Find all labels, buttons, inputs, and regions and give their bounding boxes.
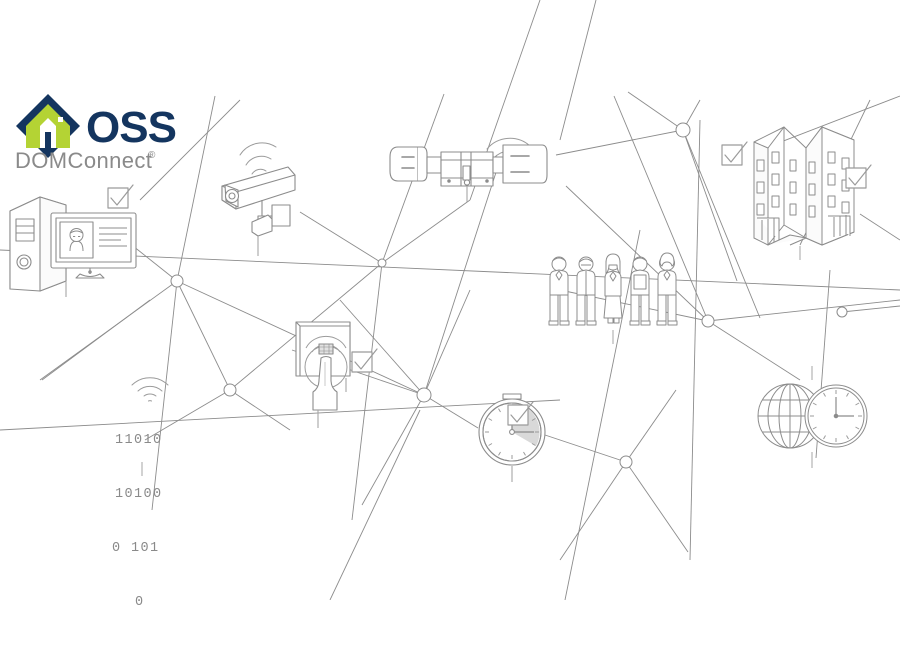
check-icon	[110, 184, 134, 206]
network-edge	[564, 229, 641, 600]
network-edge	[144, 389, 231, 441]
rfid-card-reader-hand-icon	[295, 321, 351, 428]
person-figure	[575, 256, 597, 326]
network-edge	[555, 129, 684, 156]
globe-and-clock-icon	[757, 366, 868, 468]
network-edge	[625, 461, 689, 553]
person-figure	[656, 252, 678, 326]
network-node	[836, 306, 848, 318]
check-badge-building-right	[845, 164, 872, 189]
network-node	[675, 122, 691, 138]
brand-product-name: DOMConnect	[15, 148, 152, 172]
check-badge-workstation	[107, 184, 134, 209]
check-box	[507, 404, 529, 426]
illustration-canvas: OSS DOMConnect ® 11010 10100 0 101 0	[0, 0, 900, 610]
network-edge	[859, 213, 900, 241]
network-edge	[0, 249, 900, 291]
network-edge	[689, 119, 701, 561]
network-edge	[625, 389, 677, 463]
binary-line-4: 0	[135, 595, 145, 610]
electronic-cylinder-lock-icon	[389, 137, 548, 202]
network-node	[701, 314, 715, 328]
brand-lockup: OSS DOMConnect ®	[15, 94, 177, 172]
network-edge	[299, 211, 383, 264]
check-icon	[724, 141, 748, 163]
network-edge	[139, 99, 241, 201]
binary-line-2: 10100	[115, 487, 163, 502]
people-group-icon	[548, 252, 678, 344]
pc-workstation-with-id-card-icon	[9, 196, 137, 297]
network-node	[619, 455, 633, 469]
check-badge-stopwatch	[507, 401, 534, 426]
person-figure	[629, 256, 651, 326]
person-figure	[548, 256, 570, 326]
network-nodes	[170, 122, 848, 469]
check-box	[721, 144, 743, 166]
network-edge	[423, 289, 471, 396]
check-box	[107, 187, 129, 209]
oss-diamond-mark	[16, 94, 80, 158]
check-badge-building-left	[721, 141, 748, 166]
network-edge	[329, 409, 421, 600]
network-edge	[423, 159, 501, 396]
network-edge	[229, 389, 291, 431]
person-figure	[603, 253, 623, 324]
icon-artwork-layer	[9, 126, 872, 482]
check-box	[845, 167, 867, 189]
cctv-camera-icon	[221, 142, 296, 256]
network-edge	[559, 0, 597, 141]
network-edge	[0, 399, 561, 431]
binary-line-1: 11010	[115, 433, 163, 448]
check-icon	[510, 401, 534, 423]
check-badges	[107, 141, 872, 426]
network-edge	[707, 320, 801, 381]
network-edge	[565, 185, 709, 322]
oss-domconnect-logo: OSS DOMConnect ®	[14, 92, 204, 172]
network-node	[416, 387, 432, 403]
network-edge	[339, 299, 425, 396]
network-edge	[559, 461, 627, 561]
clock-icon	[804, 384, 868, 448]
network-edge	[627, 91, 684, 131]
id-portrait	[69, 228, 84, 252]
check-box	[351, 351, 373, 373]
network-edge	[41, 299, 151, 381]
network-edge	[151, 280, 178, 511]
network-edge	[351, 262, 383, 521]
network-edge	[176, 280, 231, 391]
check-icon	[848, 164, 872, 186]
check-icon	[354, 348, 378, 370]
network-node	[223, 383, 237, 397]
binary-data-stream: 11010 10100 0 101 0	[112, 396, 202, 648]
network-edge	[381, 199, 471, 264]
binary-line-3: 0 101	[112, 541, 160, 556]
network-node	[377, 258, 387, 268]
network-edge	[841, 305, 900, 313]
binary-wifi-icon	[131, 377, 169, 402]
network-edge	[529, 429, 627, 463]
brand-trademark-symbol: ®	[148, 150, 156, 161]
network-edge	[132, 245, 178, 282]
network-node	[170, 274, 184, 288]
network-edge	[423, 394, 479, 429]
check-badge-reader	[351, 348, 378, 373]
network-edge	[613, 95, 709, 322]
network-edge	[361, 394, 425, 506]
network-edge	[707, 299, 900, 322]
network-edge	[176, 95, 216, 282]
office-building-icon	[753, 126, 855, 260]
brand-wordmark: OSS	[86, 103, 176, 152]
network-edge	[682, 129, 738, 282]
network-edge	[682, 129, 761, 319]
